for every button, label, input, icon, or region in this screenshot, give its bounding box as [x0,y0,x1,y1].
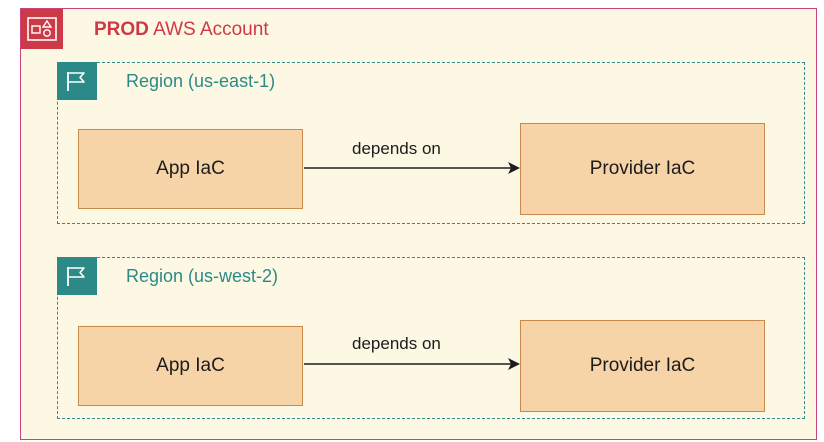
account-title-text: AWS Account [148,19,269,40]
depends-on-arrow [304,358,520,370]
app-iac-node: App IaC [78,129,303,209]
aws-account-group: PROD AWS Account Region (us-east-1) App … [20,8,817,440]
edge-label: depends on [352,334,441,353]
flag-icon [57,257,97,295]
aws-account-icon [21,9,63,49]
edge-label: depends on [352,139,441,158]
region-group-us-east-1: Region (us-east-1) App IaC depends on Pr… [57,62,805,224]
flag-icon [57,62,97,100]
account-title: PROD AWS Account [94,19,269,41]
depends-on-arrow [304,162,520,174]
app-iac-node: App IaC [78,326,303,406]
provider-iac-node: Provider IaC [520,123,765,215]
region-label: Region (us-west-2) [126,266,279,286]
account-title-env: PROD [94,19,149,40]
provider-iac-node: Provider IaC [520,320,765,412]
region-label: Region (us-east-1) [126,71,276,91]
region-group-us-west-2: Region (us-west-2) App IaC depends on Pr… [57,257,805,419]
